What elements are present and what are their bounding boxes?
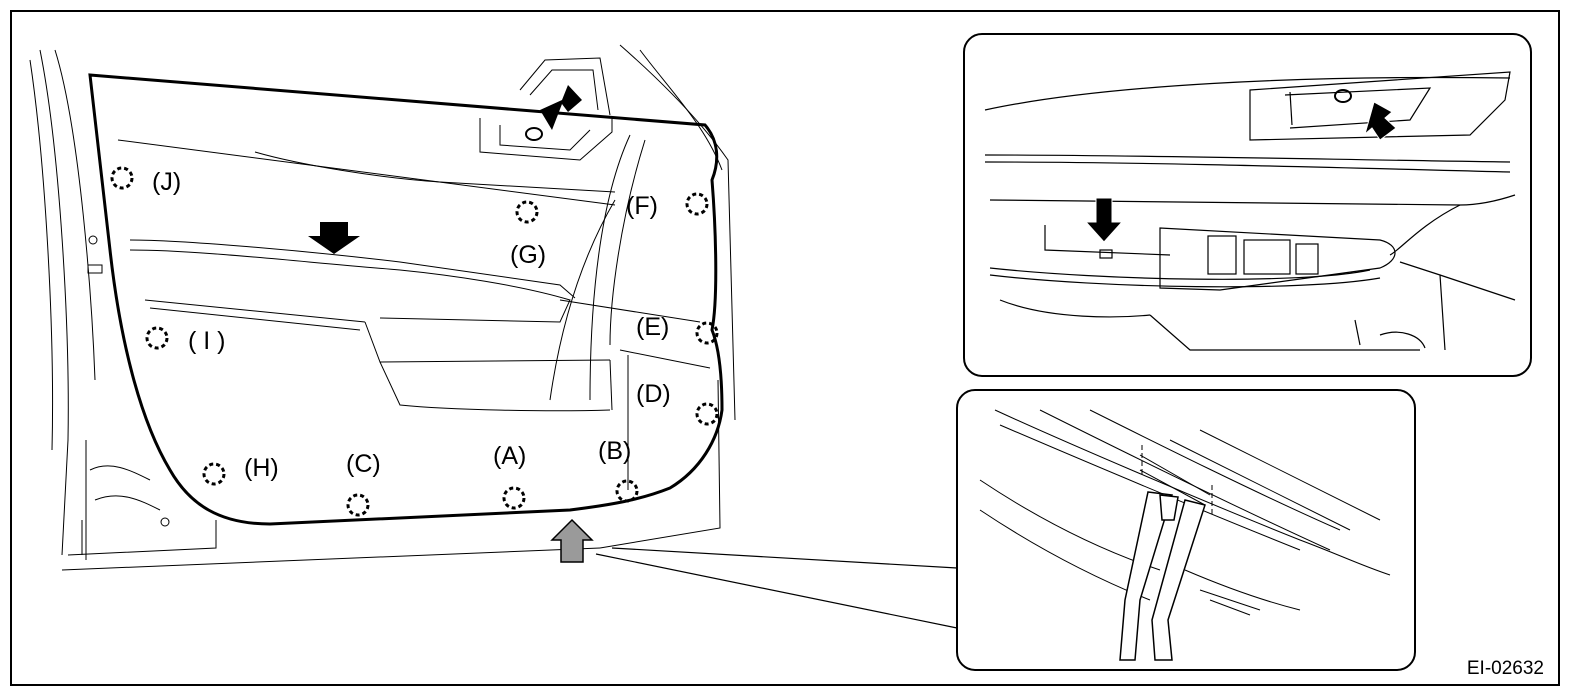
push-arrow-icon	[308, 222, 360, 254]
trim-detail-lines	[117, 118, 711, 490]
clip-marker-icon	[145, 326, 169, 350]
clip-markers	[110, 166, 719, 517]
clip-marker-icon	[346, 493, 370, 517]
clip-label-b: (B)	[598, 437, 631, 465]
push-arrow-icon	[1084, 197, 1124, 243]
trim-panel-outline	[88, 73, 724, 526]
switch-panel-inset	[963, 33, 1532, 377]
clip-marker-icon	[502, 486, 526, 510]
clip-marker-icon	[515, 200, 539, 224]
remover-tool-icon	[1119, 491, 1206, 661]
clip-label-d: (D)	[636, 380, 671, 408]
door-drawing	[29, 44, 736, 571]
detail-leader-lines	[595, 547, 958, 629]
clip-label-j: (J)	[152, 168, 181, 196]
figure-border	[10, 10, 1560, 686]
clip-marker-icon	[110, 166, 134, 190]
push-arrow-icon	[1364, 101, 1397, 141]
clip-marker-icon	[685, 192, 709, 216]
clip-label-e: (E)	[636, 313, 669, 341]
clip-marker-icon	[695, 402, 719, 426]
clip-label-g: (G)	[510, 241, 546, 269]
remover-detail-inset	[956, 389, 1416, 671]
figure-code: EI-02632	[1467, 658, 1544, 679]
clip-marker-icon	[695, 321, 719, 345]
clip-label-i: ( I )	[188, 327, 226, 355]
clip-label-f: (F)	[626, 192, 658, 220]
clip-label-c: (C)	[346, 450, 381, 478]
lift-arrow-icon	[550, 518, 594, 563]
door-frame-lines	[29, 44, 736, 571]
clip-marker-icon	[615, 479, 639, 503]
clip-label-h: (H)	[244, 454, 279, 482]
clip-marker-icon	[202, 462, 226, 486]
push-arrow-icon	[540, 85, 582, 130]
clip-label-a: (A)	[493, 442, 526, 470]
